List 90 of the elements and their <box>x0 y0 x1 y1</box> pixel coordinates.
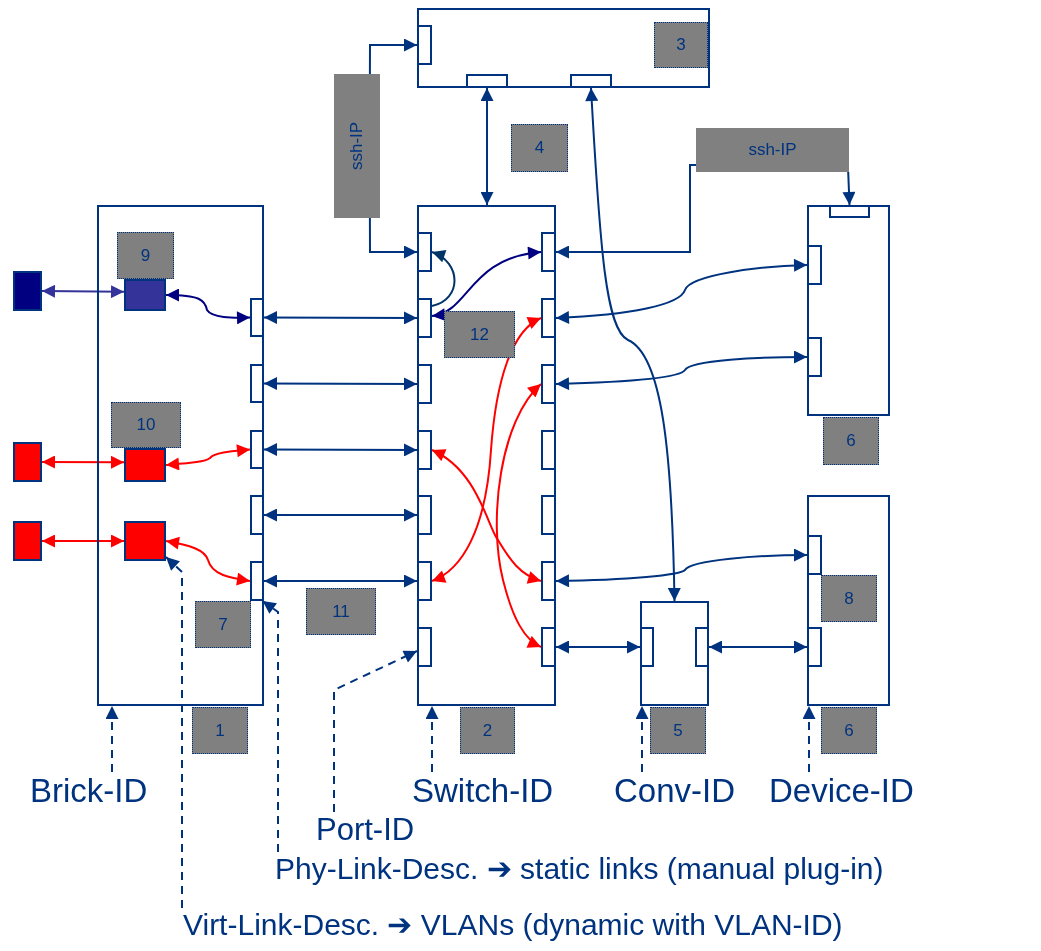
port-box <box>809 245 822 285</box>
interface-square <box>124 279 166 311</box>
port-box <box>419 232 432 272</box>
arrow <box>555 164 697 259</box>
arrow <box>555 258 808 324</box>
arrow <box>480 87 494 206</box>
port-box <box>250 495 262 535</box>
leader-line <box>105 705 119 773</box>
device-box <box>807 495 890 706</box>
arrow <box>263 311 418 325</box>
arrow <box>263 508 418 522</box>
port-box <box>419 298 432 338</box>
port-box <box>829 207 870 218</box>
callout-number: 10 <box>111 402 181 448</box>
callout-number: 9 <box>117 232 174 279</box>
port-box <box>419 364 432 404</box>
leader-line <box>802 705 816 773</box>
port-box <box>419 495 432 535</box>
callout-number: 8 <box>821 575 877 622</box>
server-box <box>417 8 710 88</box>
port-box <box>809 535 822 575</box>
arrow <box>495 383 542 648</box>
arrow <box>431 247 542 320</box>
converter-box <box>640 601 709 706</box>
port-box <box>419 430 432 470</box>
leader-line <box>635 705 649 773</box>
arrow <box>165 444 251 471</box>
arrow <box>263 574 418 588</box>
port-box <box>541 298 554 338</box>
interface-square <box>124 521 166 561</box>
arrow <box>41 455 125 469</box>
callout-number: 7 <box>195 601 251 648</box>
port-box <box>809 627 822 667</box>
switch-box <box>417 205 556 706</box>
callout-number: 6 <box>823 417 879 465</box>
leader-line <box>165 556 183 909</box>
port-box <box>541 364 554 404</box>
callout-number: 12 <box>444 311 515 358</box>
port-box <box>250 364 262 403</box>
port-box <box>695 627 707 667</box>
arrow <box>431 251 456 307</box>
interface-square <box>13 442 42 482</box>
leader-line <box>425 705 439 773</box>
port-box <box>809 337 822 377</box>
leader-line <box>333 650 418 813</box>
arrow <box>165 288 251 325</box>
arrow <box>585 87 681 602</box>
port-box <box>541 495 554 535</box>
arrow <box>368 38 418 75</box>
callout-number: 1 <box>192 707 248 754</box>
port-box <box>419 561 432 601</box>
interface-square <box>13 271 42 311</box>
arrow <box>41 284 125 299</box>
leader-line <box>261 600 279 853</box>
arrow <box>842 171 856 206</box>
callout-number: 3 <box>654 22 708 68</box>
interface-square <box>124 448 166 482</box>
port-box <box>466 74 508 86</box>
callout-number: 11 <box>306 588 376 635</box>
ssh-ip-tag: ssh-IP <box>334 74 380 218</box>
arrow <box>431 317 542 582</box>
arrow <box>555 548 808 588</box>
callout-number: 6 <box>821 707 877 754</box>
callout-number: 5 <box>650 707 706 754</box>
port-box <box>419 627 432 667</box>
port-box <box>642 627 654 667</box>
arrow <box>41 534 125 548</box>
arrow <box>708 640 808 654</box>
ssh-ip-tag: ssh-IP <box>696 128 849 172</box>
port-box <box>250 561 262 601</box>
device-box <box>807 205 890 416</box>
port-box <box>541 561 554 601</box>
arrow <box>263 377 418 391</box>
port-box <box>250 298 262 337</box>
port-box <box>541 232 554 272</box>
brick-box <box>97 205 264 706</box>
callout-number: 4 <box>511 124 568 172</box>
interface-square <box>13 521 42 561</box>
arrow <box>263 443 418 457</box>
port-box <box>250 430 262 469</box>
port-box <box>419 25 432 65</box>
arrow <box>555 640 641 654</box>
callout-number: 2 <box>460 707 515 754</box>
arrow <box>165 536 251 586</box>
port-box <box>570 74 612 86</box>
arrow <box>431 449 542 584</box>
port-box <box>541 430 554 470</box>
port-box <box>541 627 554 667</box>
arrow <box>368 217 418 259</box>
arrow <box>555 350 808 391</box>
